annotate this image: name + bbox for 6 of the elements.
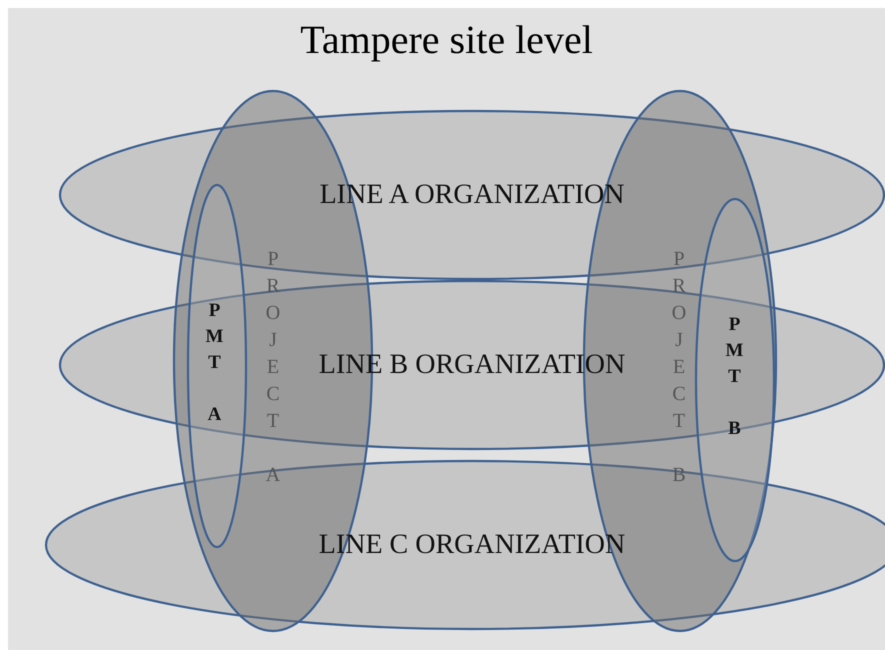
pmt-label: PMT B: [725, 314, 744, 444]
title: Tampere site level: [299, 20, 594, 60]
project-label: PROJECT B: [669, 248, 689, 491]
project-label: PROJECT A: [263, 248, 283, 491]
background-panel: [8, 8, 885, 650]
pmt-label: PMT A: [205, 300, 224, 430]
